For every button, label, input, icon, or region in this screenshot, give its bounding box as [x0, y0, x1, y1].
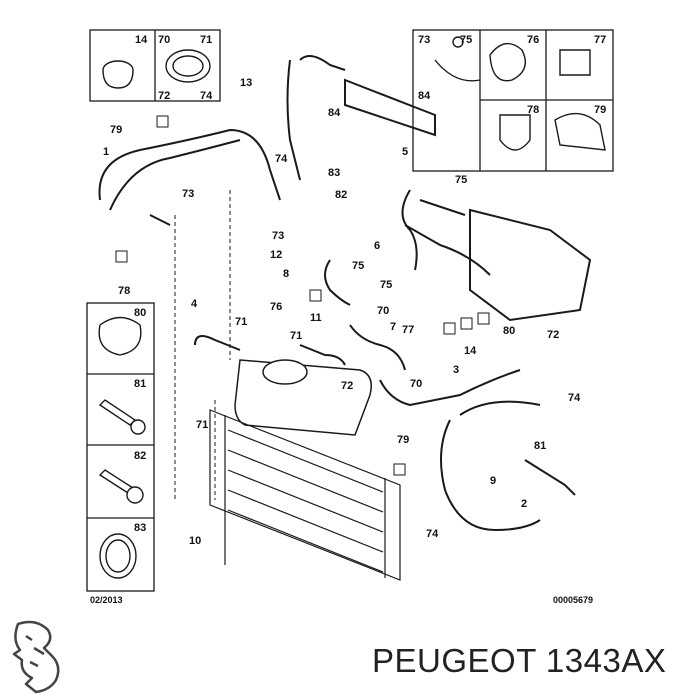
- ref-71: 71: [200, 34, 212, 46]
- parts-box-left-column: [86, 302, 155, 592]
- callout-80: 80: [503, 325, 515, 337]
- date-code: 02/2013: [90, 595, 123, 605]
- callout-72: 72: [547, 329, 559, 341]
- callout-14: 14: [464, 345, 477, 357]
- ref-79-box: 79: [594, 104, 606, 116]
- callout-79: 79: [110, 124, 122, 136]
- callout-72b: 72: [341, 380, 353, 392]
- callout-71b: 71: [290, 330, 302, 342]
- callout-71: 71: [235, 316, 247, 328]
- ref-74: 74: [200, 90, 213, 102]
- ref-84-box: 84: [418, 90, 431, 102]
- doc-number: 00005679: [553, 595, 593, 605]
- hose-clip-icon: [98, 36, 606, 579]
- callout-12: 12: [270, 249, 282, 261]
- callout-76: 76: [270, 301, 282, 313]
- callout-77: 77: [402, 324, 414, 336]
- callout-73b: 73: [272, 230, 284, 242]
- callout-75b: 75: [352, 260, 364, 272]
- callout-9: 9: [490, 475, 496, 487]
- callout-70b: 70: [410, 378, 422, 390]
- callout-74b: 74: [568, 392, 581, 404]
- callout-84: 84: [328, 107, 341, 119]
- callout-6: 6: [374, 240, 380, 252]
- radiator: [209, 409, 401, 581]
- ref-72: 72: [158, 90, 170, 102]
- ref-75-box: 75: [460, 34, 472, 46]
- callout-74: 74: [275, 153, 288, 165]
- callout-73: 73: [182, 188, 194, 200]
- callout-75c: 75: [380, 279, 392, 291]
- callout-75: 75: [455, 174, 467, 186]
- ref-76-box: 76: [527, 34, 539, 46]
- expansion-tank: [234, 359, 372, 436]
- callout-3: 3: [453, 364, 459, 376]
- callout-10: 10: [189, 535, 201, 547]
- callout-78: 78: [118, 285, 130, 297]
- callout-82: 82: [335, 189, 347, 201]
- ref-77-box: 77: [594, 34, 606, 46]
- ref-82-box: 82: [134, 450, 146, 462]
- callout-7: 7: [390, 321, 396, 333]
- callout-8: 8: [283, 268, 289, 280]
- callout-2: 2: [521, 498, 527, 510]
- ref-78-box: 78: [527, 104, 539, 116]
- lion-logo-icon: [12, 620, 60, 694]
- callout-74c: 74: [426, 528, 439, 540]
- callout-1: 1: [103, 146, 109, 158]
- callout-79b: 79: [397, 434, 409, 446]
- callout-5: 5: [402, 146, 408, 158]
- ref-80-box: 80: [134, 307, 146, 319]
- ref-83-box: 83: [134, 522, 146, 534]
- callout-71c: 71: [196, 419, 208, 431]
- callout-4: 4: [191, 298, 198, 310]
- callout-70: 70: [377, 305, 389, 317]
- callout-81: 81: [534, 440, 546, 452]
- brand-part-number: PEUGEOT 1343AX: [372, 642, 667, 679]
- ref-70: 70: [158, 34, 170, 46]
- hose-network: [98, 55, 592, 532]
- ref-73-box: 73: [418, 34, 430, 46]
- ref-81-box: 81: [134, 378, 146, 390]
- callout-83: 83: [328, 167, 340, 179]
- ref-14: 14: [135, 34, 148, 46]
- callout-11: 11: [310, 312, 322, 324]
- callout-13: 13: [240, 77, 252, 89]
